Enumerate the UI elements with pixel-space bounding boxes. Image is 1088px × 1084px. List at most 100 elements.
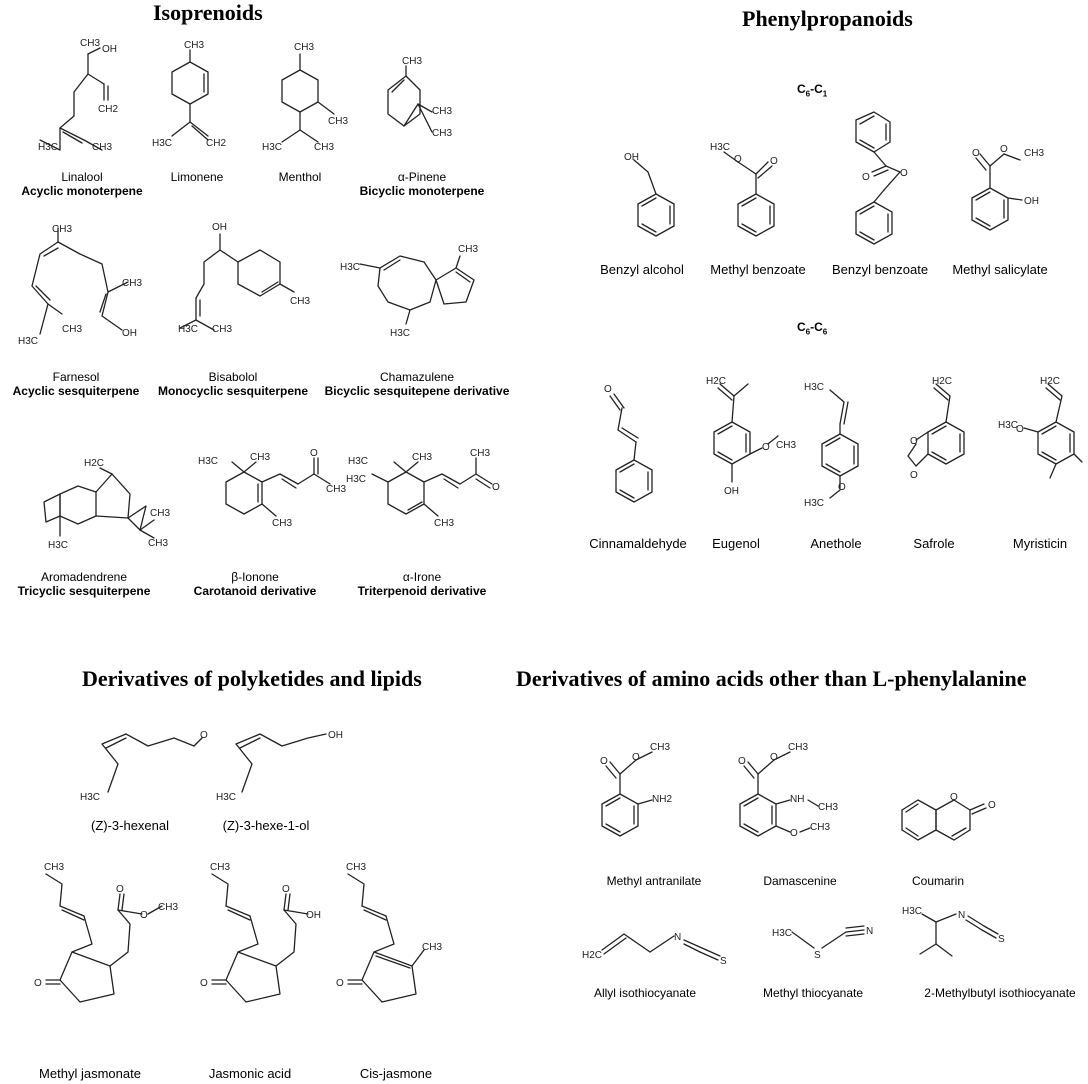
svg-text:CH3: CH3 <box>62 324 82 335</box>
svg-text:CH3: CH3 <box>412 452 432 463</box>
structure-myristicin: H3C O H2C <box>990 374 1088 514</box>
svg-text:CH3: CH3 <box>250 452 270 463</box>
svg-text:OH: OH <box>102 44 117 55</box>
svg-text:O: O <box>972 148 980 159</box>
svg-text:H3C: H3C <box>198 456 218 467</box>
svg-text:H3C: H3C <box>804 382 824 393</box>
svg-text:O: O <box>140 910 148 921</box>
structure-2-methylbutyl-isothiocyanate: H3C N S <box>900 900 1050 980</box>
svg-text:CH3: CH3 <box>272 518 292 529</box>
svg-text:H3C: H3C <box>262 142 282 153</box>
label-z-3-hexenal: (Z)-3-hexenal <box>90 818 170 833</box>
label-menthol: Menthol <box>278 170 322 184</box>
label-anethole: Anethole <box>810 536 862 551</box>
svg-text:OH: OH <box>328 730 343 741</box>
label-jasmonic-acid: Jasmonic acid <box>208 1066 292 1081</box>
svg-text:O: O <box>492 482 500 493</box>
svg-text:CH3: CH3 <box>44 862 64 873</box>
svg-text:O: O <box>770 156 778 167</box>
svg-text:CH3: CH3 <box>326 484 346 495</box>
svg-text:CH3: CH3 <box>1024 148 1044 159</box>
section-title-phenylpropanoids: Phenylpropanoids <box>742 6 913 31</box>
svg-text:H3C: H3C <box>38 142 58 153</box>
svg-text:CH2: CH2 <box>206 138 226 149</box>
svg-text:CH3: CH3 <box>184 40 204 51</box>
label-allyl-isothiocyanate: Allyl isothiocyanate <box>593 986 697 1000</box>
structure-benzyl-benzoate: O O <box>830 108 910 258</box>
svg-text:H3C: H3C <box>804 498 824 509</box>
svg-text:H2C: H2C <box>706 376 726 387</box>
svg-text:O: O <box>988 800 996 811</box>
svg-text:CH3: CH3 <box>210 862 230 873</box>
section-title-polyketides: Derivatives of polyketides and lipids <box>82 666 422 691</box>
svg-text:H3C: H3C <box>80 792 100 803</box>
svg-text:NH: NH <box>790 794 804 805</box>
svg-text:O: O <box>1000 144 1008 155</box>
svg-text:CH3: CH3 <box>432 128 452 139</box>
svg-text:O: O <box>282 884 290 895</box>
label-damascenine: Damascenine <box>763 874 837 888</box>
svg-text:H3C: H3C <box>48 540 68 551</box>
svg-text:CH3: CH3 <box>470 448 490 459</box>
svg-text:H3C: H3C <box>390 328 410 339</box>
structure-coumarin: O O <box>894 790 1014 860</box>
structure-linalool: CH3 OH CH2 H3C CH3 <box>30 30 130 160</box>
svg-text:CH3: CH3 <box>122 278 142 289</box>
svg-text:O: O <box>200 978 208 989</box>
label-myristicin: Myristicin <box>1012 536 1068 551</box>
svg-text:H3C: H3C <box>178 324 198 335</box>
svg-text:N: N <box>866 926 873 937</box>
svg-text:CH3: CH3 <box>212 324 232 335</box>
label-coumarin: Coumarin <box>911 874 965 888</box>
label-z-3-hexe-1-ol: (Z)-3-hexe-1-ol <box>222 818 310 833</box>
svg-text:O: O <box>1016 424 1024 435</box>
structure-methyl-benzoate: H3C O O <box>710 140 800 256</box>
svg-text:CH3: CH3 <box>150 508 170 519</box>
svg-text:CH3: CH3 <box>92 142 112 153</box>
svg-text:H2C: H2C <box>84 458 104 469</box>
svg-text:CH3: CH3 <box>434 518 454 529</box>
svg-text:H3C: H3C <box>216 792 236 803</box>
structure-safrole: H2C O O <box>900 374 990 514</box>
svg-text:CH3: CH3 <box>328 116 348 127</box>
svg-text:N: N <box>958 910 965 921</box>
svg-text:CH3: CH3 <box>314 142 334 153</box>
svg-text:H3C: H3C <box>902 906 922 917</box>
svg-text:H2C: H2C <box>582 950 602 961</box>
svg-text:CH3: CH3 <box>788 742 808 753</box>
svg-text:S: S <box>720 956 727 967</box>
structure-methyl-jasmonate: CH3 O O CH3 O <box>30 862 190 1032</box>
svg-text:H3C: H3C <box>346 474 366 485</box>
svg-text:CH3: CH3 <box>158 902 178 913</box>
svg-text:CH3: CH3 <box>432 106 452 117</box>
structure-methyl-thiocyanate: H3C S N <box>770 918 890 978</box>
svg-text:H2C: H2C <box>932 376 952 387</box>
subhead-c6c6: C6-C6 <box>797 320 828 337</box>
label-methyl-salicylate: Methyl salicylate <box>952 262 1048 277</box>
svg-text:CH3: CH3 <box>402 56 422 67</box>
svg-text:H2C: H2C <box>1040 376 1060 387</box>
label-benzyl-benzoate: Benzyl benzoate <box>831 262 929 277</box>
label-benzyl-alcohol: Benzyl alcohol <box>600 262 684 277</box>
svg-text:H3C: H3C <box>772 928 792 939</box>
structure-eugenol: H2C O CH3 OH <box>696 374 796 514</box>
svg-text:O: O <box>862 172 870 183</box>
svg-text:OH: OH <box>212 222 227 233</box>
svg-text:CH3: CH3 <box>290 296 310 307</box>
svg-text:NH2: NH2 <box>652 794 672 805</box>
svg-text:H3C: H3C <box>340 262 360 273</box>
label-limonene: Limonene <box>170 170 224 184</box>
svg-text:O: O <box>734 154 742 165</box>
structure-bisabolol: OH H3C CH3 CH3 <box>170 220 310 340</box>
svg-text:O: O <box>790 828 798 839</box>
structure-farnesol: CH3 CH3 H3C CH3 OH <box>10 222 150 347</box>
svg-text:OH: OH <box>624 152 639 163</box>
svg-text:O: O <box>770 752 778 763</box>
svg-text:H3C: H3C <box>348 456 368 467</box>
structure-benzyl-alcohol: OH <box>616 146 696 256</box>
structure-damascenine: O O CH3 NH CH3 O CH3 <box>734 736 844 856</box>
